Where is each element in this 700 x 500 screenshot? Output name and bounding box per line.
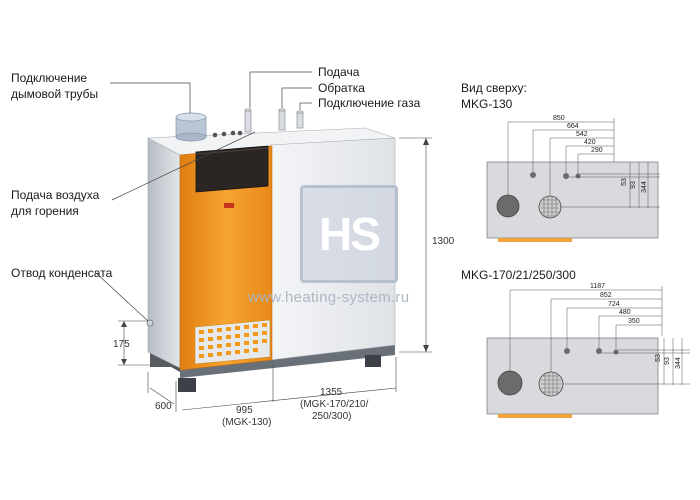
leader-lines: [94, 71, 312, 322]
top-view-other: [486, 286, 690, 418]
tvoth-dim-1: 852: [600, 292, 612, 299]
label-return: Обратка: [318, 81, 365, 95]
flue-circle-130: [496, 194, 520, 218]
air-intake-circle-130: [538, 195, 562, 219]
top-view-130: [486, 118, 660, 242]
tvoth-vdim-1: 93: [663, 357, 671, 365]
pipe-connections: [244, 108, 304, 133]
tvoth-vdim-2: 344: [674, 357, 682, 369]
dim-width-other: 1355: [320, 387, 343, 398]
dim-width-other-model-line1: (MGK-170/210/: [300, 399, 369, 410]
label-condensate: Отвод конденсата: [11, 266, 113, 280]
tvoth-dim-2: 724: [608, 301, 620, 308]
tv130-vdim-1: 93: [629, 181, 637, 189]
tv130-vdim-2: 344: [640, 181, 648, 193]
dim-height: 1300: [432, 236, 455, 247]
label-air-line1: Подача воздуха: [11, 188, 100, 202]
tv130-dim-1: 664: [567, 123, 579, 130]
label-gas: Подключение газа: [318, 96, 421, 110]
watermark-logo: HS: [300, 185, 398, 283]
label-chimney-line1: Подключение: [11, 71, 88, 85]
label-supply: Подача: [318, 65, 360, 79]
top-view-other-title: MKG-170/21/250/300: [461, 268, 576, 282]
tvoth-dim-0: 1187: [590, 283, 606, 290]
top-view-title-line2: MKG-130: [461, 97, 513, 111]
label-chimney-line2: дымовой трубы: [11, 87, 99, 101]
label-air-line2: для горения: [11, 204, 79, 218]
flue-circle-other: [497, 370, 523, 396]
ventilation-grille: [194, 319, 271, 365]
top-caps: [212, 130, 243, 138]
dim-depth: 600: [155, 401, 172, 412]
dim-drain-height: 175: [113, 339, 130, 350]
condensate-drain: [146, 319, 154, 327]
tv130-dim-0: 850: [553, 115, 565, 122]
tv130-dim-4: 290: [591, 147, 603, 154]
dimension-lines: [118, 137, 432, 412]
watermark-url: www.heating-system.ru: [248, 289, 410, 306]
top-view-title-line1: Вид сверху:: [461, 81, 527, 95]
brand-badge: [224, 203, 234, 208]
boiler-side-panel: [147, 137, 181, 369]
tvoth-dim-4: 350: [628, 318, 640, 325]
tv130-dim-2: 542: [576, 131, 588, 138]
dimension-arrows: [121, 138, 429, 365]
tv130-dim-3: 420: [584, 139, 596, 146]
control-window: [195, 145, 269, 193]
dim-width-130-model: (MGK-130): [222, 417, 272, 428]
tv130-vdim-0: 53: [620, 178, 628, 186]
chimney-connection: [175, 112, 207, 142]
tvoth-dim-3: 480: [619, 309, 631, 316]
tvoth-vdim-0: 53: [654, 354, 662, 362]
dim-width-130: 995: [236, 405, 253, 416]
dim-width-other-model-line2: 250/300): [312, 411, 352, 422]
